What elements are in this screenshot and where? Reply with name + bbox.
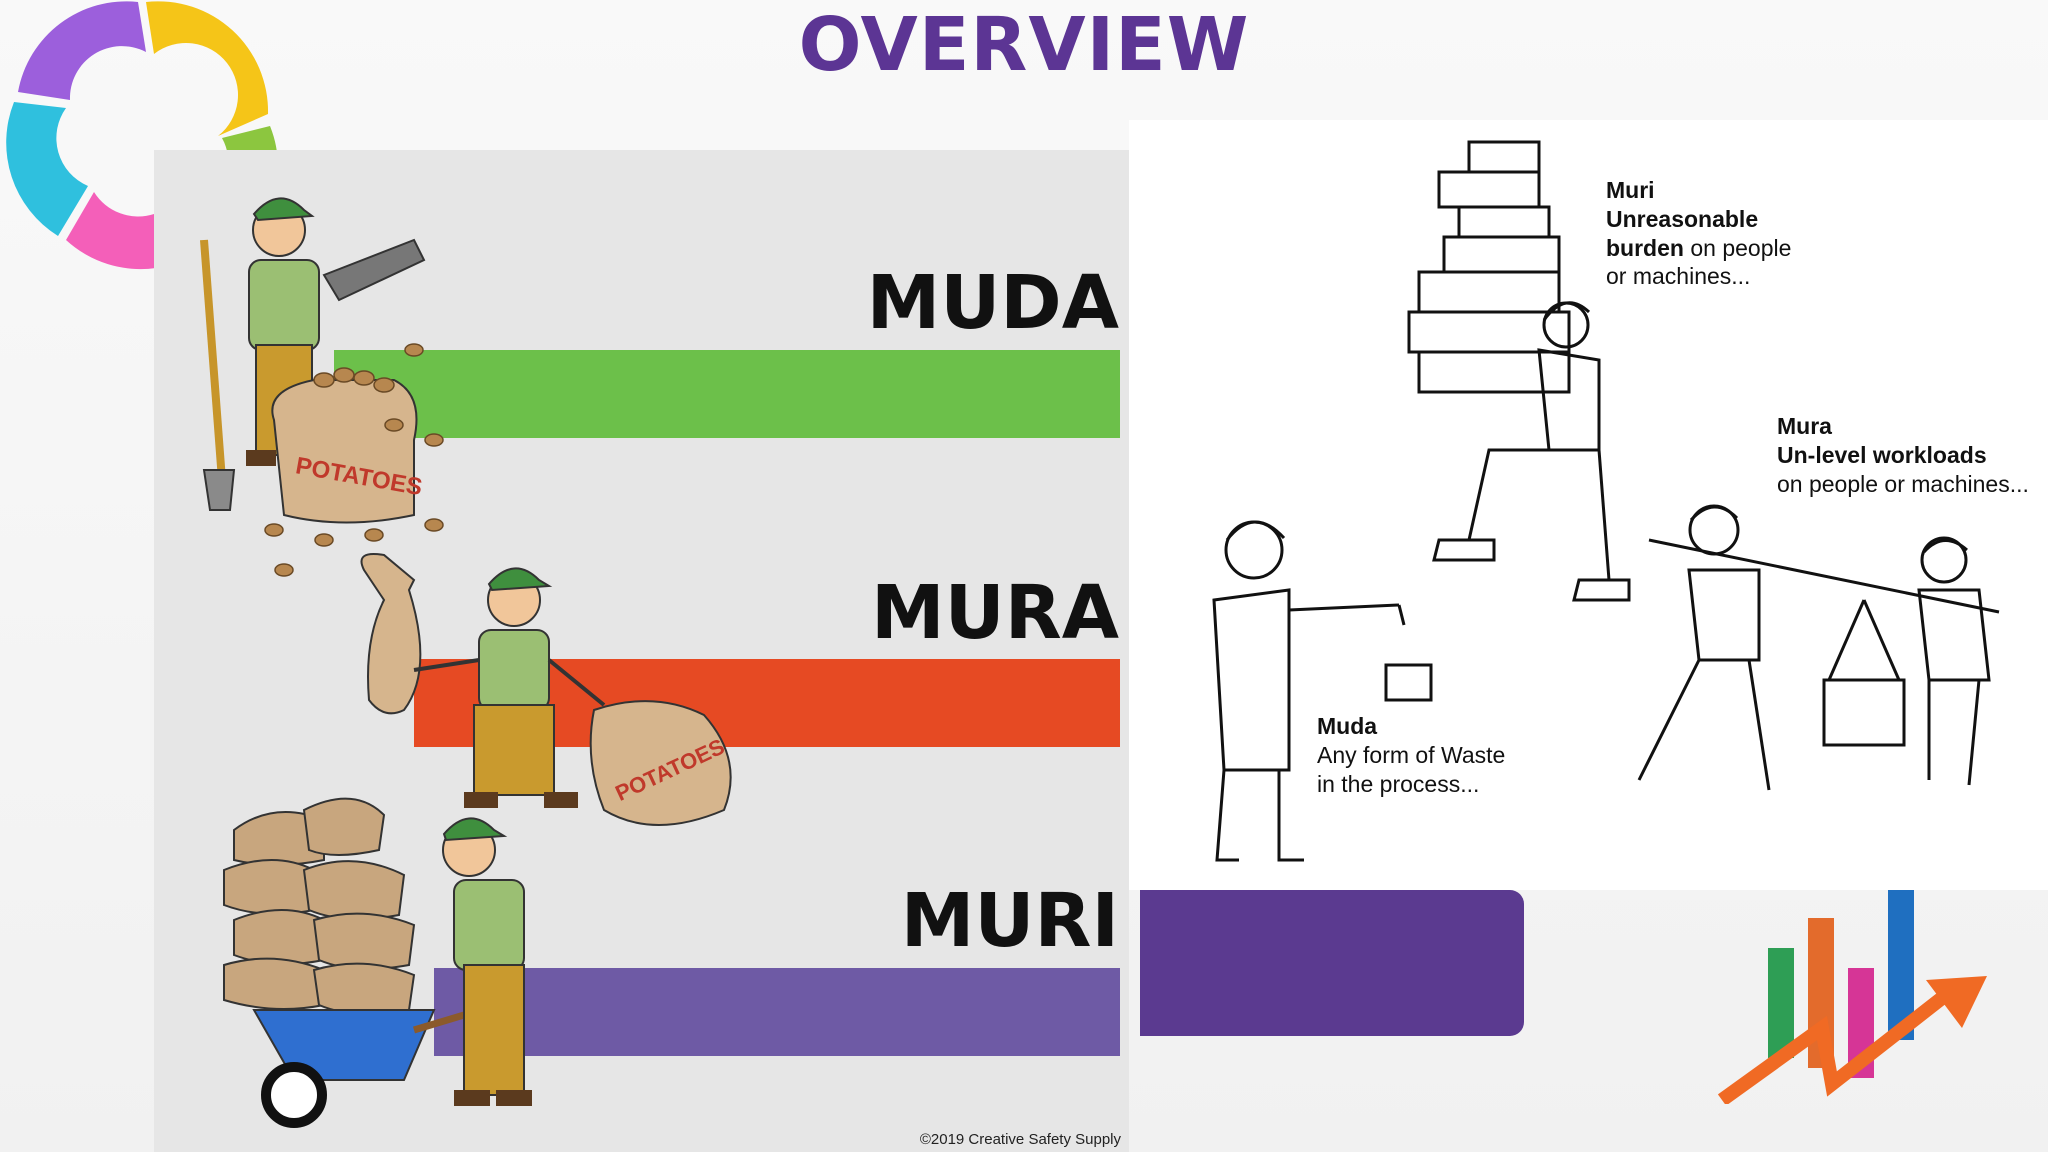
muda-mura-muri-illustration: MUDA MURA MURI POTATOES (154, 150, 1129, 1152)
copyright-text: ©2019 Creative Safety Supply (919, 1131, 1121, 1148)
purple-accent-box (1140, 890, 1524, 1036)
muri-annotation: Muri Unreasonable burden on people or ma… (1606, 177, 1792, 290)
mura-annotation: Mura Un-level workloads on people or mac… (1777, 413, 2029, 497)
muri-band (434, 968, 1120, 1056)
page-title: OVERVIEW (798, 2, 1250, 88)
muri-label: MURI (900, 878, 1119, 964)
lean-waste-line-art: Muri Unreasonable burden on people or ma… (1129, 120, 2048, 890)
growth-chart-logo-icon (1717, 890, 1987, 1104)
cycle-logo-icon (6, 1, 278, 270)
muda-worker-figure: POTATOES (200, 197, 444, 577)
muri-worker-figure (223, 797, 532, 1128)
muda-label: MUDA (866, 260, 1119, 346)
muda-band (334, 350, 1120, 438)
mura-worker-figure: POTATOES (360, 553, 732, 826)
muda-annotation: Muda Any form of Waste in the process... (1317, 713, 1506, 797)
mura-label: MURA (871, 570, 1119, 656)
line-art-figures (1212, 140, 2000, 862)
